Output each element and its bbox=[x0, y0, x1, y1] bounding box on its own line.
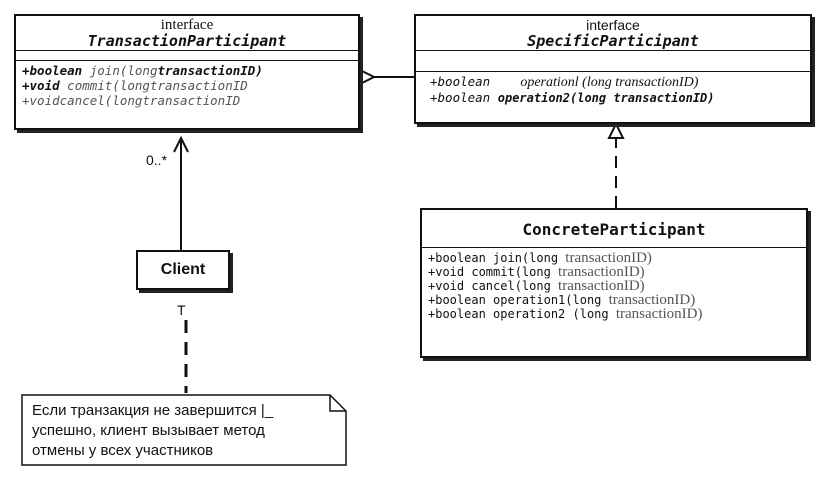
class-name: SpecificParticipant bbox=[527, 32, 699, 50]
generalization-arrowhead bbox=[359, 68, 377, 86]
attribute-compartment bbox=[416, 51, 810, 72]
operation-cancel: +void cancel(long transactionID) bbox=[428, 278, 645, 294]
note-line-2: успешно, клиент вызывает метод bbox=[32, 422, 265, 439]
note-fold bbox=[329, 395, 346, 412]
stereotype-label: interface bbox=[586, 17, 640, 33]
operation-commit: +void commit(long transactionID) bbox=[428, 264, 645, 280]
stereotype-label: interface bbox=[160, 17, 214, 33]
operation-compartment: +boolean operationl (long transactionID)… bbox=[416, 72, 810, 108]
operation-commit: +void commit(longtransactionID bbox=[22, 78, 248, 93]
operation-1: +boolean operationl (long transactionID) bbox=[430, 74, 699, 90]
operation-compartment: +boolean join(long transactionID) +void … bbox=[422, 248, 806, 324]
note-line-1: Если транзакция не завершится |_ bbox=[32, 402, 274, 419]
client-class: Client bbox=[136, 250, 230, 290]
note-outline bbox=[21, 394, 347, 466]
operation-operation2: +boolean operation2 (long transactionID) bbox=[428, 306, 703, 322]
client-tag: T bbox=[177, 302, 186, 318]
operation-operation1: +boolean operation1(long transactionID) bbox=[428, 292, 696, 308]
class-header: interface SpecificParticipant bbox=[416, 16, 810, 51]
operation-cancel: +voidcancel(longtransactionID bbox=[22, 93, 241, 108]
specific-participant-class: interface SpecificParticipant +boolean o… bbox=[414, 14, 812, 124]
class-header: interface TransactionParticipant bbox=[16, 16, 358, 51]
operation-join: +boolean join(long transactionID) bbox=[428, 250, 652, 266]
operation-join: +boolean join(longtransactionID) bbox=[22, 63, 263, 78]
class-name: ConcreteParticipant bbox=[522, 220, 706, 239]
note-line-3: отмены у всех участников bbox=[32, 442, 214, 459]
transaction-participant-class: interface TransactionParticipant +boolea… bbox=[14, 14, 360, 130]
association-arrowhead bbox=[173, 135, 189, 153]
operation-compartment: +boolean join(longtransactionID) +void c… bbox=[16, 61, 358, 110]
class-header: ConcreteParticipant bbox=[422, 210, 806, 248]
attribute-compartment bbox=[16, 51, 358, 61]
concrete-participant-class: ConcreteParticipant +boolean join(long t… bbox=[420, 208, 808, 358]
class-name: TransactionParticipant bbox=[87, 32, 287, 50]
operation-2: +boolean operation2(long transactionID) bbox=[430, 90, 715, 105]
multiplicity-label: 0..* bbox=[146, 152, 168, 168]
realization-arrowhead bbox=[607, 121, 625, 139]
note-text: Если транзакция не завершится |_ успешно… bbox=[24, 397, 344, 463]
